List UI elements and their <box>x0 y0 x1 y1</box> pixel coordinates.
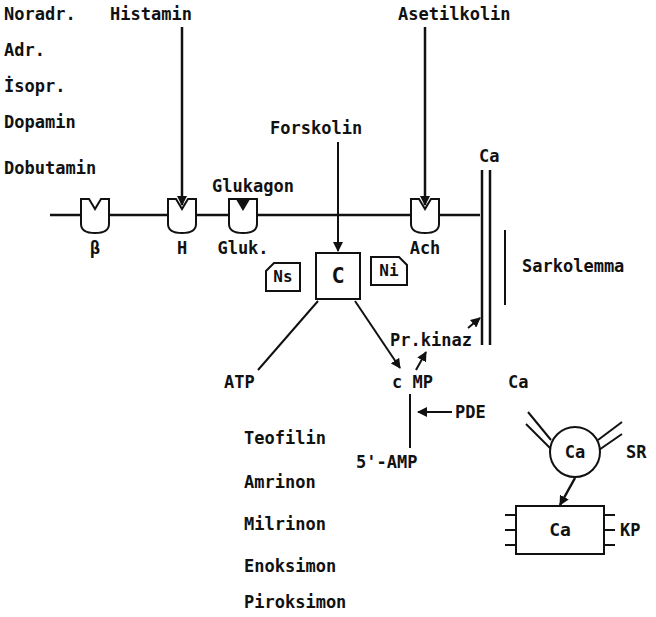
receptor: Gluk. <box>228 198 258 234</box>
text-label: ATP <box>224 372 255 392</box>
receptor-label: Ach <box>410 238 441 258</box>
receptor-label: H <box>177 238 187 258</box>
process-box: CaKP <box>515 505 605 555</box>
text-label: Piroksimon <box>244 592 346 612</box>
node-text: Ca <box>549 520 571 540</box>
text-label: Adr. <box>4 40 45 60</box>
text-label: Dopamin <box>4 112 76 132</box>
text-label: Pr.kinaz <box>390 330 472 350</box>
text-label: Enoksimon <box>244 556 336 576</box>
text-label: Amrinon <box>244 472 316 492</box>
atp-line <box>258 301 318 370</box>
process-box: Ni <box>370 256 408 286</box>
pde-arrow <box>418 411 452 413</box>
channel-wall <box>481 170 484 345</box>
amp-line <box>409 394 411 448</box>
text-label: Ca <box>479 146 499 166</box>
text-label: Glukagon <box>212 176 294 196</box>
node-shape <box>411 199 439 233</box>
node-shape <box>516 506 604 554</box>
node-heading: SR <box>626 442 646 462</box>
channel-wall <box>489 170 492 345</box>
kinase-arrow <box>416 352 426 370</box>
node-heading: KP <box>620 520 640 540</box>
histamine-arrow <box>181 27 184 205</box>
process-box: Ns <box>265 262 301 292</box>
node-outline <box>410 198 440 234</box>
receptor-label: β <box>90 238 100 258</box>
node-text: Ca <box>565 443 585 462</box>
text-label: İsopr. <box>4 76 65 96</box>
receptor: β <box>80 198 110 234</box>
contractile-tick <box>505 529 515 531</box>
receptor-label: Gluk. <box>217 238 268 258</box>
contractile-tick <box>505 544 515 546</box>
text-label: PDE <box>455 402 486 422</box>
text-label: Teofilin <box>244 428 326 448</box>
text-label: Histamin <box>110 4 192 24</box>
node-shape <box>229 199 257 233</box>
forskolin-arrow <box>337 142 339 251</box>
text-label: Dobutamin <box>4 158 96 178</box>
node-shape <box>81 199 109 233</box>
process-box: C <box>315 252 361 300</box>
node-text: Ni <box>379 262 398 280</box>
text-label: Noradr. <box>4 4 76 24</box>
node-shape <box>316 253 360 299</box>
node-outline <box>80 198 110 234</box>
node-shape <box>168 199 196 233</box>
receptor: Ach <box>410 198 440 234</box>
channel-arrow <box>468 318 480 328</box>
receptor: H <box>167 198 197 234</box>
node-outline <box>167 198 197 234</box>
text-label: Ca <box>508 372 528 392</box>
contractile-tick <box>605 529 615 531</box>
node-outline <box>228 198 258 234</box>
text-label: 5'-AMP <box>356 452 417 472</box>
contractile-tick <box>505 514 515 516</box>
text-label: Asetilkolin <box>398 4 511 24</box>
contractile-tick <box>605 544 615 546</box>
acetylcholine-arrow <box>424 27 427 205</box>
sarcolemma-bracket <box>504 230 506 305</box>
node-text: Ns <box>273 268 292 286</box>
node-shape <box>371 257 407 285</box>
contractile-tick <box>605 514 615 516</box>
node-text: C <box>331 264 344 288</box>
text-label: Sarkolemma <box>522 256 624 276</box>
text-label: Milrinon <box>244 514 326 534</box>
text-label: Forskolin <box>270 118 362 138</box>
node-shape <box>266 263 300 291</box>
text-label: c MP <box>392 372 433 392</box>
node-shape <box>550 427 600 477</box>
sarcoplasmic-reticulum: CaSR <box>549 426 601 478</box>
connector-arrow <box>560 478 575 505</box>
sr-tube <box>528 412 551 440</box>
